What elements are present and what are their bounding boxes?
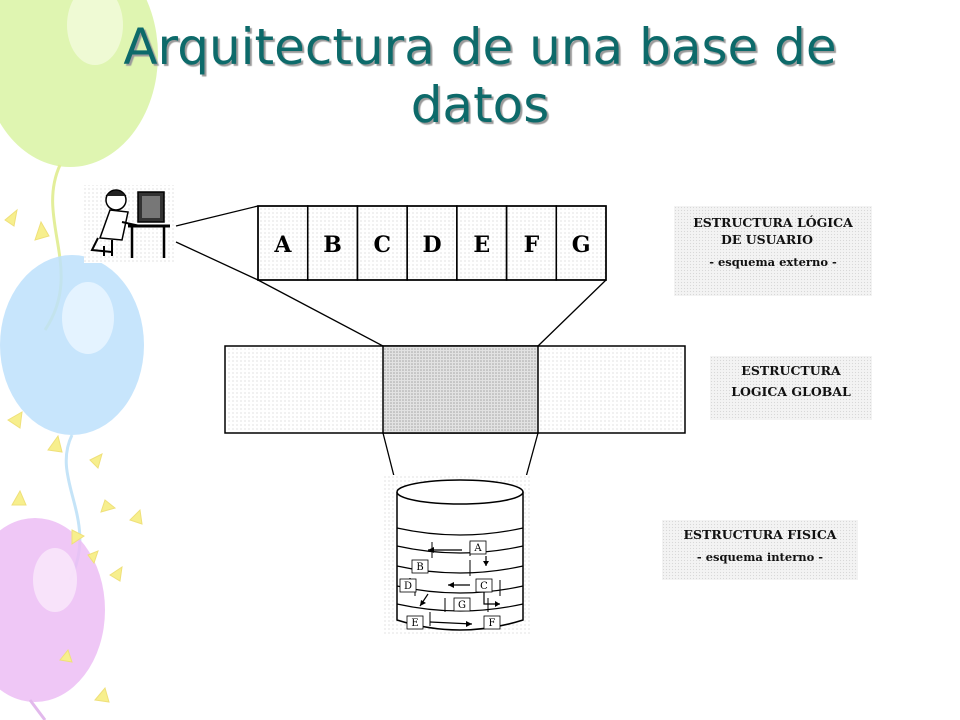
cylinder-record-letter: D	[404, 581, 412, 592]
cylinder-record-box	[406, 615, 424, 630]
user-label-line3: - esquema externo -	[709, 255, 837, 269]
global-logical-structure-box	[224, 345, 686, 434]
green-balloon	[0, 0, 158, 331]
external-schema-box: A B C D E F G	[257, 205, 607, 281]
external-cell-letter: D	[422, 232, 441, 258]
external-cell-letter: C	[374, 232, 392, 258]
user-label-line1: ESTRUCTURA LÓGICA	[693, 215, 853, 230]
slide-title: Arquitectura de una base de datos	[0, 18, 960, 134]
slide-title-line1: Arquitectura de una base de	[123, 18, 837, 76]
confetti	[4, 208, 143, 703]
global-label-line2: LOGICA GLOBAL	[731, 384, 851, 399]
cylinder-record-box	[411, 559, 429, 574]
physical-structure-label: ESTRUCTURA FISICA - esquema interno -	[662, 520, 858, 580]
physical-label-line2: - esquema interno -	[696, 550, 824, 564]
user-at-computer-icon	[84, 185, 176, 263]
external-cell-letter: F	[524, 232, 540, 258]
external-cell	[555, 205, 607, 281]
cylinder-record-letter: B	[416, 562, 423, 573]
cylinder-record-letter: F	[489, 618, 496, 629]
external-schema-cells	[257, 205, 607, 281]
external-cell-letter: E	[473, 232, 490, 258]
global-logical-structure-label: ESTRUCTURA LOGICA GLOBAL	[710, 356, 872, 420]
user-label-line2: DE USUARIO	[721, 232, 813, 247]
user-logical-structure-label: ESTRUCTURA LÓGICA DE USUARIO - esquema e…	[674, 206, 872, 296]
global-label-line1: ESTRUCTURA	[741, 363, 841, 378]
cylinder-record-box	[399, 578, 417, 593]
cylinder-record-box	[483, 615, 501, 630]
cylinder-record-letter: C	[480, 581, 488, 592]
cylinder-record-letter: A	[473, 543, 482, 554]
cylinder-record-box	[475, 578, 493, 593]
slide-title-line2: datos	[410, 76, 550, 134]
purple-balloon	[0, 518, 105, 720]
external-cell-letter: G	[572, 232, 591, 258]
cylinder-record-letter: E	[411, 618, 418, 629]
external-cell-letter: A	[273, 232, 292, 258]
external-cell-letter: B	[323, 232, 342, 258]
cylinder-record-box	[469, 540, 487, 555]
external-schema-letters: A B C D E F G	[273, 232, 590, 258]
cylinder-record-box	[453, 597, 471, 612]
cylinder-letters: A BD C G E F	[399, 540, 501, 630]
physical-label-line1: ESTRUCTURA FISICA	[683, 527, 837, 542]
cylinder-record-letter: G	[458, 600, 466, 611]
physical-storage-cylinder: A BD C G E F	[382, 475, 530, 635]
